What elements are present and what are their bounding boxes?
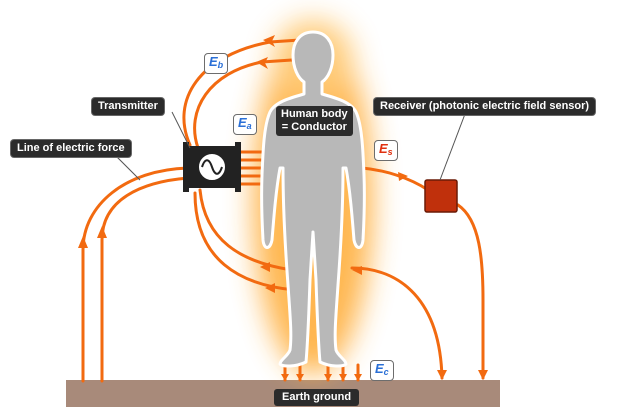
arrowhead <box>478 370 488 380</box>
human-body-label: Human body = Conductor <box>276 106 353 136</box>
field-line-left-outer <box>81 166 190 383</box>
transmitter-electrode-left <box>183 142 189 192</box>
arrowhead <box>265 283 275 293</box>
arrowhead <box>263 35 275 47</box>
field-line-eb-2 <box>193 58 294 150</box>
receiver-sensor-box <box>424 179 458 213</box>
field-tag-ea-letter: E <box>238 115 247 130</box>
field-line-left-inner <box>100 176 190 383</box>
field-tag-ea: Ea <box>233 114 257 135</box>
field-tag-eb: Eb <box>204 53 229 74</box>
receiver-label: Receiver (photonic electric field sensor… <box>374 98 596 115</box>
field-line-lower-1 <box>198 188 294 272</box>
line-of-force-label: Line of electric force <box>11 140 131 157</box>
arrowhead <box>324 374 332 381</box>
transmitter-device <box>183 142 241 192</box>
arrowhead <box>398 172 408 181</box>
field-tag-es-letter: E <box>379 141 388 156</box>
arrowhead <box>260 262 270 272</box>
arrowhead <box>339 374 347 381</box>
arrowhead <box>256 57 268 69</box>
arrowhead <box>437 370 447 380</box>
field-line-body-right <box>350 266 444 380</box>
field-line-receiver-down <box>456 203 485 380</box>
sine-wave-path <box>201 159 223 175</box>
field-tag-ec-letter: E <box>375 361 384 376</box>
transmitter-electrode-right <box>235 142 241 192</box>
arrowhead <box>352 266 362 275</box>
field-line-lower-2 <box>193 191 297 292</box>
arrowhead <box>78 236 88 248</box>
field-tag-ec-sub: c <box>383 367 389 377</box>
human-body-label-line1: Human body <box>281 108 348 120</box>
field-tag-es-sub: s <box>387 147 393 157</box>
field-tag-es: Es <box>374 140 398 161</box>
transmitter-label: Transmitter <box>92 98 164 115</box>
field-tag-ea-sub: a <box>246 121 252 131</box>
field-tag-eb-sub: b <box>217 60 224 70</box>
field-tag-ec: Ec <box>370 360 394 381</box>
arrowhead <box>354 374 362 381</box>
leader-receiver <box>439 113 466 181</box>
arrowhead <box>281 374 289 381</box>
field-line-eb-1 <box>182 38 302 147</box>
field-line-es <box>360 166 430 192</box>
earth-ground-label: Earth ground <box>274 389 360 406</box>
arrowhead <box>97 226 107 238</box>
field-tag-eb-letter: E <box>209 54 218 69</box>
arrowhead <box>296 374 304 381</box>
human-body-label-line2: = Conductor <box>281 121 347 133</box>
leader-transmitter <box>171 111 191 149</box>
